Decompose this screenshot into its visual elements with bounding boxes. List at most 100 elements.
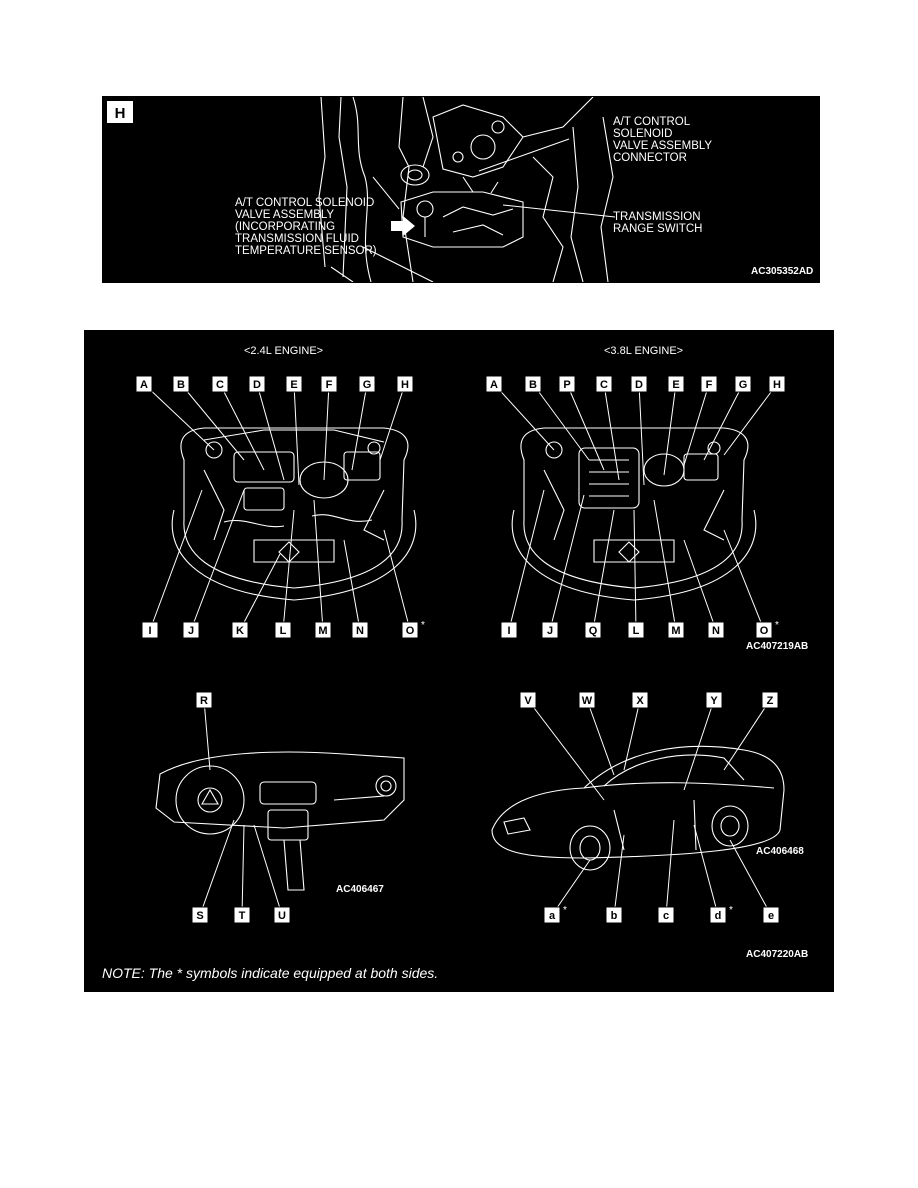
callout-label-S: S	[196, 910, 203, 922]
figure-code: AC305352AD	[751, 266, 813, 277]
label-line: (INCORPORATING	[235, 221, 335, 233]
callout-box	[705, 691, 723, 709]
figure-tag-letter: H	[115, 105, 126, 122]
leader-line	[729, 839, 772, 916]
leader-line	[653, 499, 677, 631]
callout-label-M: M	[671, 625, 680, 637]
label-solenoid-connector: A/T CONTROL SOLENOID VALVE ASSEMBLY CONN…	[613, 116, 712, 164]
label-line: A/T CONTROL	[613, 116, 691, 128]
leader-line	[323, 383, 330, 481]
label-line: RANGE SWITCH	[613, 223, 702, 235]
callout-box	[707, 621, 725, 639]
callout-box	[667, 375, 685, 393]
callout-label-X: X	[636, 695, 644, 707]
callout-label-D: D	[253, 379, 261, 391]
engine-24-title: <2.4L ENGINE>	[244, 345, 323, 357]
callout-label-E: E	[290, 379, 297, 391]
callout-label-a: a	[549, 910, 556, 922]
leader-line	[493, 383, 555, 451]
leader-line	[683, 539, 717, 631]
callout-box	[734, 375, 752, 393]
leader-line	[313, 499, 324, 631]
leader-line	[623, 699, 641, 771]
callout-label-d: d	[715, 910, 722, 922]
bottom-figure-code: AC407220AB	[746, 949, 808, 960]
leader-line	[633, 509, 637, 631]
leader-line	[256, 383, 285, 481]
callout-label-M: M	[318, 625, 327, 637]
leader-line	[703, 383, 744, 461]
callout-box	[172, 375, 190, 393]
callout-label-R: R	[200, 695, 208, 707]
leader-line-connector	[478, 138, 570, 172]
callout-box	[755, 621, 773, 639]
callout-box	[396, 375, 414, 393]
callout-label-O: O	[760, 625, 769, 637]
engine-38-line-art	[511, 427, 757, 601]
callout-box	[320, 375, 338, 393]
callout-label-B: B	[177, 379, 185, 391]
callout-label-O: O	[406, 625, 415, 637]
engine-24-line-art	[171, 427, 417, 601]
dashboard-figure-code: AC406467	[336, 884, 384, 895]
callout-box	[191, 906, 209, 924]
label-line: SOLENOID	[613, 128, 672, 140]
leader-line	[532, 383, 590, 461]
label-line: TRANSMISSION FLUID	[235, 233, 359, 245]
leader-line	[663, 383, 677, 476]
note-text: NOTE: The * symbols indicate equipped at…	[102, 965, 438, 981]
arrow-icon	[391, 216, 415, 236]
label-line: TRANSMISSION	[613, 211, 701, 223]
label-line: VALVE ASSEMBLY	[235, 209, 334, 221]
leader-line	[683, 383, 710, 466]
callout-label-C: C	[216, 379, 224, 391]
leader-line	[613, 834, 625, 916]
leader-line	[551, 859, 591, 916]
star-marker: *	[421, 620, 425, 631]
figure-h-svg: H A/T CONTROL SOLENOID VALVE ASSEMBLY CO…	[107, 97, 813, 282]
callout-label-I: I	[148, 625, 151, 637]
callout-box	[667, 621, 685, 639]
engine-38-title: <3.8L ENGINE>	[604, 345, 683, 357]
callout-label-F: F	[706, 379, 713, 391]
dashboard-line-art	[155, 751, 405, 891]
leader-line	[549, 494, 585, 631]
star-marker: *	[775, 620, 779, 631]
callout-label-Z: Z	[767, 695, 774, 707]
leader-line	[190, 489, 245, 631]
callout-box	[595, 375, 613, 393]
callout-box	[273, 906, 291, 924]
leader-line	[241, 824, 245, 916]
callout-label-C: C	[600, 379, 608, 391]
leader-line	[683, 699, 715, 791]
leader-line	[592, 509, 615, 631]
callout-box	[182, 621, 200, 639]
callout-label-G: G	[363, 379, 372, 391]
callout-label-K: K	[236, 625, 244, 637]
leader-line	[239, 553, 281, 631]
star-marker: *	[563, 905, 567, 916]
engine-figure-code: AC407219AB	[746, 641, 808, 652]
callout-box	[578, 691, 596, 709]
callout-box	[700, 375, 718, 393]
label-line: TEMPERATURE SENSOR)	[235, 245, 377, 257]
leader-line	[143, 383, 215, 451]
callout-label-J: J	[547, 625, 553, 637]
callout-label-b: b	[611, 910, 618, 922]
leader-line	[180, 383, 245, 461]
leader-line	[566, 383, 605, 471]
callout-label-L: L	[633, 625, 640, 637]
callout-box	[285, 375, 303, 393]
callout-box	[630, 375, 648, 393]
leader-line-solenoid	[372, 176, 400, 210]
callout-label-A: A	[140, 379, 148, 391]
label-line: A/T CONTROL SOLENOID	[235, 197, 374, 209]
leader-line	[527, 699, 605, 801]
callout-label-c: c	[663, 910, 669, 922]
callout-box	[274, 621, 292, 639]
callout-box	[351, 621, 369, 639]
leader-line	[508, 489, 545, 631]
callout-box	[314, 621, 332, 639]
callout-box	[211, 375, 229, 393]
